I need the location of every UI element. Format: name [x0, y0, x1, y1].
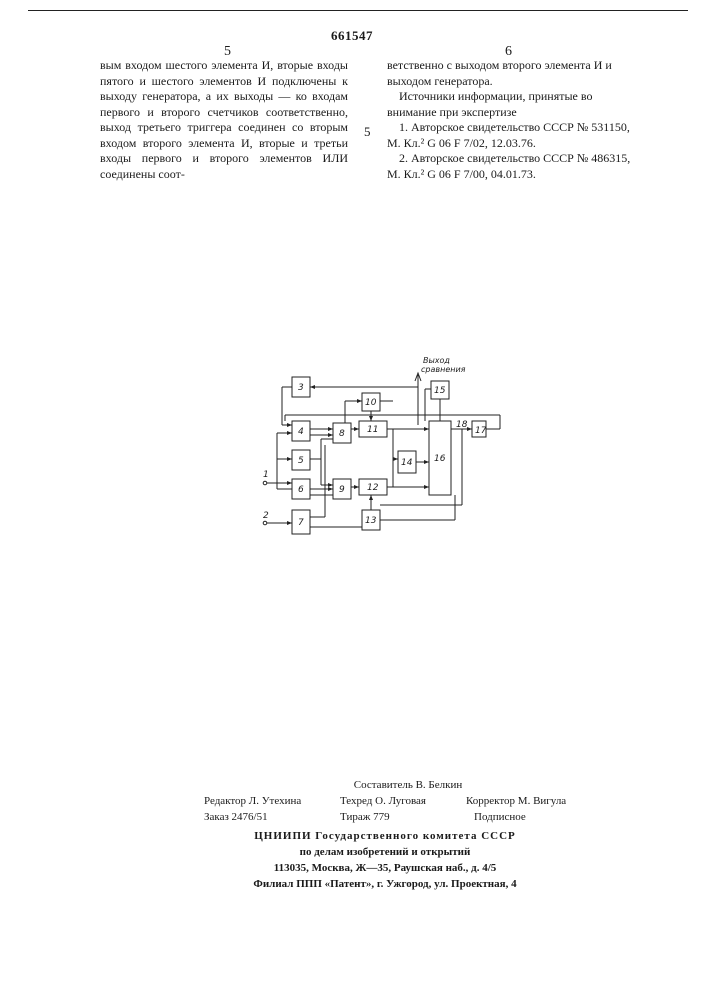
block-3-label: 3	[298, 383, 304, 393]
block-10-label: 10	[365, 398, 377, 408]
top-border-line	[28, 10, 688, 11]
left-column-text: вым входом шестого элемента И, вторые вх…	[100, 58, 348, 182]
circulation: Тираж 779	[340, 811, 390, 823]
output-label-1: Выход	[423, 356, 450, 365]
block-14-label: 14	[401, 458, 413, 468]
block-17-label: 17	[475, 426, 487, 436]
block-15-label: 15	[434, 386, 446, 396]
editor: Редактор Л. Утехина	[204, 795, 301, 807]
org-line-1: ЦНИИПИ Государственного комитета СССР	[220, 830, 550, 842]
source-2: 2. Авторское свидетельство СССР № 486315…	[387, 151, 643, 182]
block-4-label: 4	[298, 427, 304, 437]
block-6-label: 6	[298, 485, 304, 495]
input-2-label: 2	[263, 511, 269, 521]
subscription: Подписное	[474, 811, 526, 823]
line-marker: 5	[364, 124, 371, 140]
continuation-paragraph: ветственно с выходом второго элемента И …	[387, 58, 643, 89]
block-diagram: Выход сравнения 3 4 5 6 7 8 9 10 11 12 1…	[255, 355, 525, 545]
sources-heading: Источники информации, принятые во вниман…	[387, 89, 643, 120]
output-label-2: сравнения	[421, 365, 466, 374]
corrector: Корректор М. Вигула	[466, 795, 566, 807]
right-column-text: ветственно с выходом второго элемента И …	[387, 58, 643, 182]
block-16-label: 16	[434, 454, 446, 464]
block-9-label: 9	[339, 485, 345, 495]
order: Заказ 2476/51	[204, 811, 268, 823]
block-8-label: 8	[339, 429, 345, 439]
org-line-3: 113035, Москва, Ж—35, Раушская наб., д. …	[220, 862, 550, 874]
source-1: 1. Авторское свидетельство СССР № 531150…	[387, 120, 643, 151]
block-11-label: 11	[367, 425, 378, 435]
org-line-2: по делам изобретений и открытий	[220, 846, 550, 858]
patent-number: 661547	[331, 28, 373, 44]
block-5-label: 5	[298, 456, 304, 466]
org-line-4: Филиал ППП «Патент», г. Ужгород, ул. Про…	[200, 878, 570, 890]
compiler: Составитель В. Белкин	[318, 779, 498, 791]
input-1-label: 1	[263, 470, 269, 480]
block-12-label: 12	[367, 483, 379, 493]
left-column-paragraph: вым входом шестого элемента И, вторые вх…	[100, 58, 348, 182]
block-13-label: 13	[365, 516, 377, 526]
tech-editor: Техред О. Луговая	[340, 795, 426, 807]
block-7-label: 7	[298, 518, 304, 528]
